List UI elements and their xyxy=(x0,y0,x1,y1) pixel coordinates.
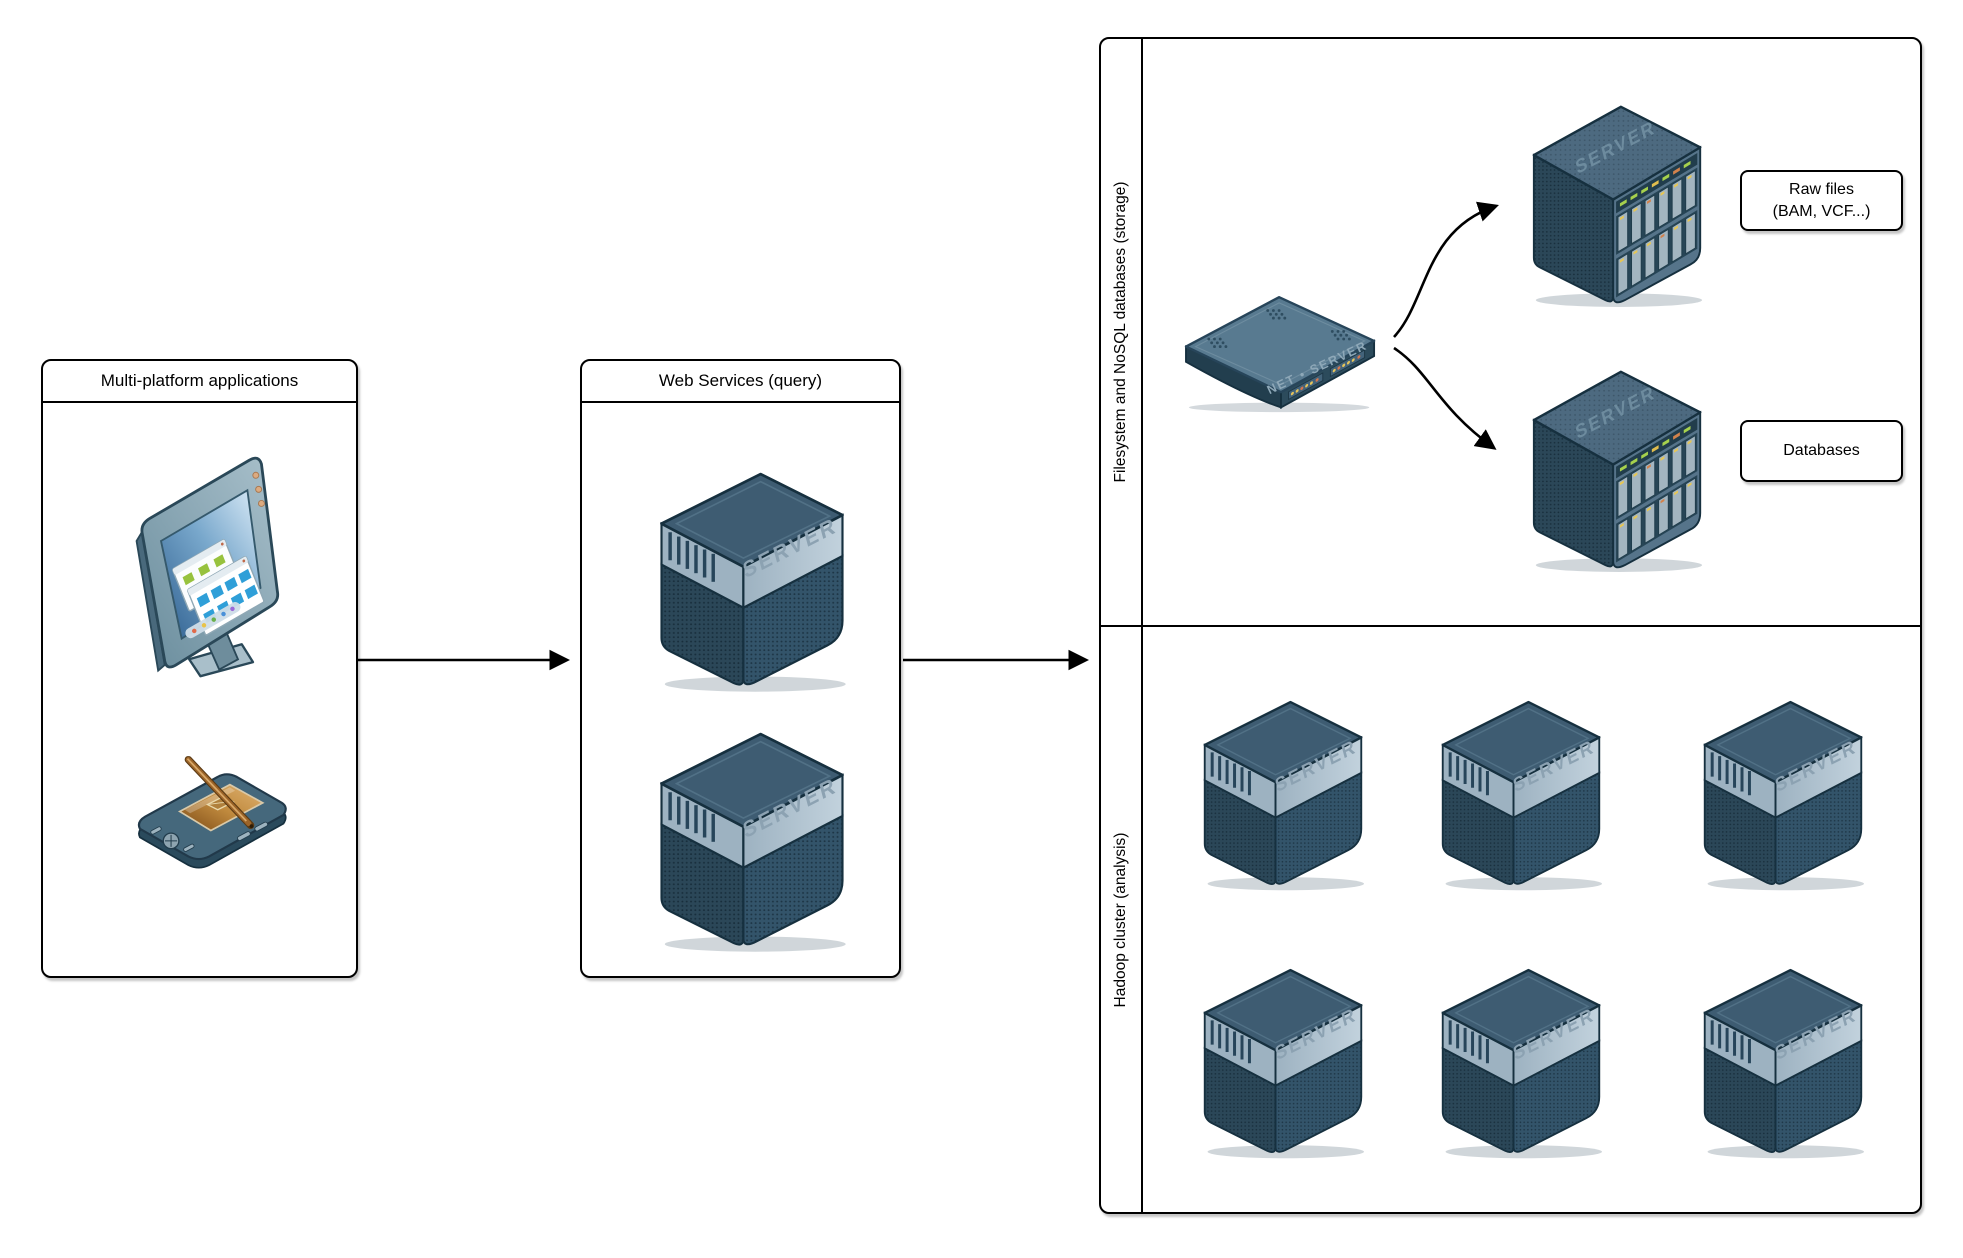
desktop-computer-icon xyxy=(127,449,287,679)
hadoop-section-label: Hadoop cluster (analysis) xyxy=(1112,832,1129,1008)
section-divider xyxy=(1101,625,1920,627)
web-services-panel-header: Web Services (query) xyxy=(582,361,899,403)
databases-server-icon xyxy=(1530,360,1706,575)
applications-panel: Multi-platform applications xyxy=(41,359,358,978)
hadoop-server-icon xyxy=(1437,957,1605,1162)
storage-hadoop-box: Filesystem and NoSQL databases (storage)… xyxy=(1099,37,1922,1214)
raw-files-server-icon xyxy=(1530,95,1706,310)
storage-section-label: Filesystem and NoSQL databases (storage) xyxy=(1112,181,1129,483)
hadoop-server-icon xyxy=(1437,689,1605,894)
web-server-icon xyxy=(655,719,849,956)
hadoop-server-icon xyxy=(1699,957,1867,1162)
web-services-panel: Web Services (query) xyxy=(580,359,901,978)
databases-note: Databases xyxy=(1740,420,1903,482)
hadoop-server-icon xyxy=(1699,689,1867,894)
web-server-icon xyxy=(655,459,849,696)
raw-files-note: Raw files (BAM, VCF...) xyxy=(1740,170,1903,231)
applications-panel-header: Multi-platform applications xyxy=(43,361,356,403)
hadoop-server-icon xyxy=(1199,957,1367,1162)
hadoop-server-icon xyxy=(1199,689,1367,894)
applications-panel-title: Multi-platform applications xyxy=(100,371,299,390)
raw-files-note-line2: (BAM, VCF...) xyxy=(1772,202,1871,220)
raw-files-note-line1: Raw files xyxy=(1789,180,1854,198)
web-services-panel-title: Web Services (query) xyxy=(658,371,823,390)
net-server-icon xyxy=(1180,282,1382,415)
databases-note-label: Databases xyxy=(1783,442,1860,460)
pda-handheld-icon xyxy=(133,756,293,873)
